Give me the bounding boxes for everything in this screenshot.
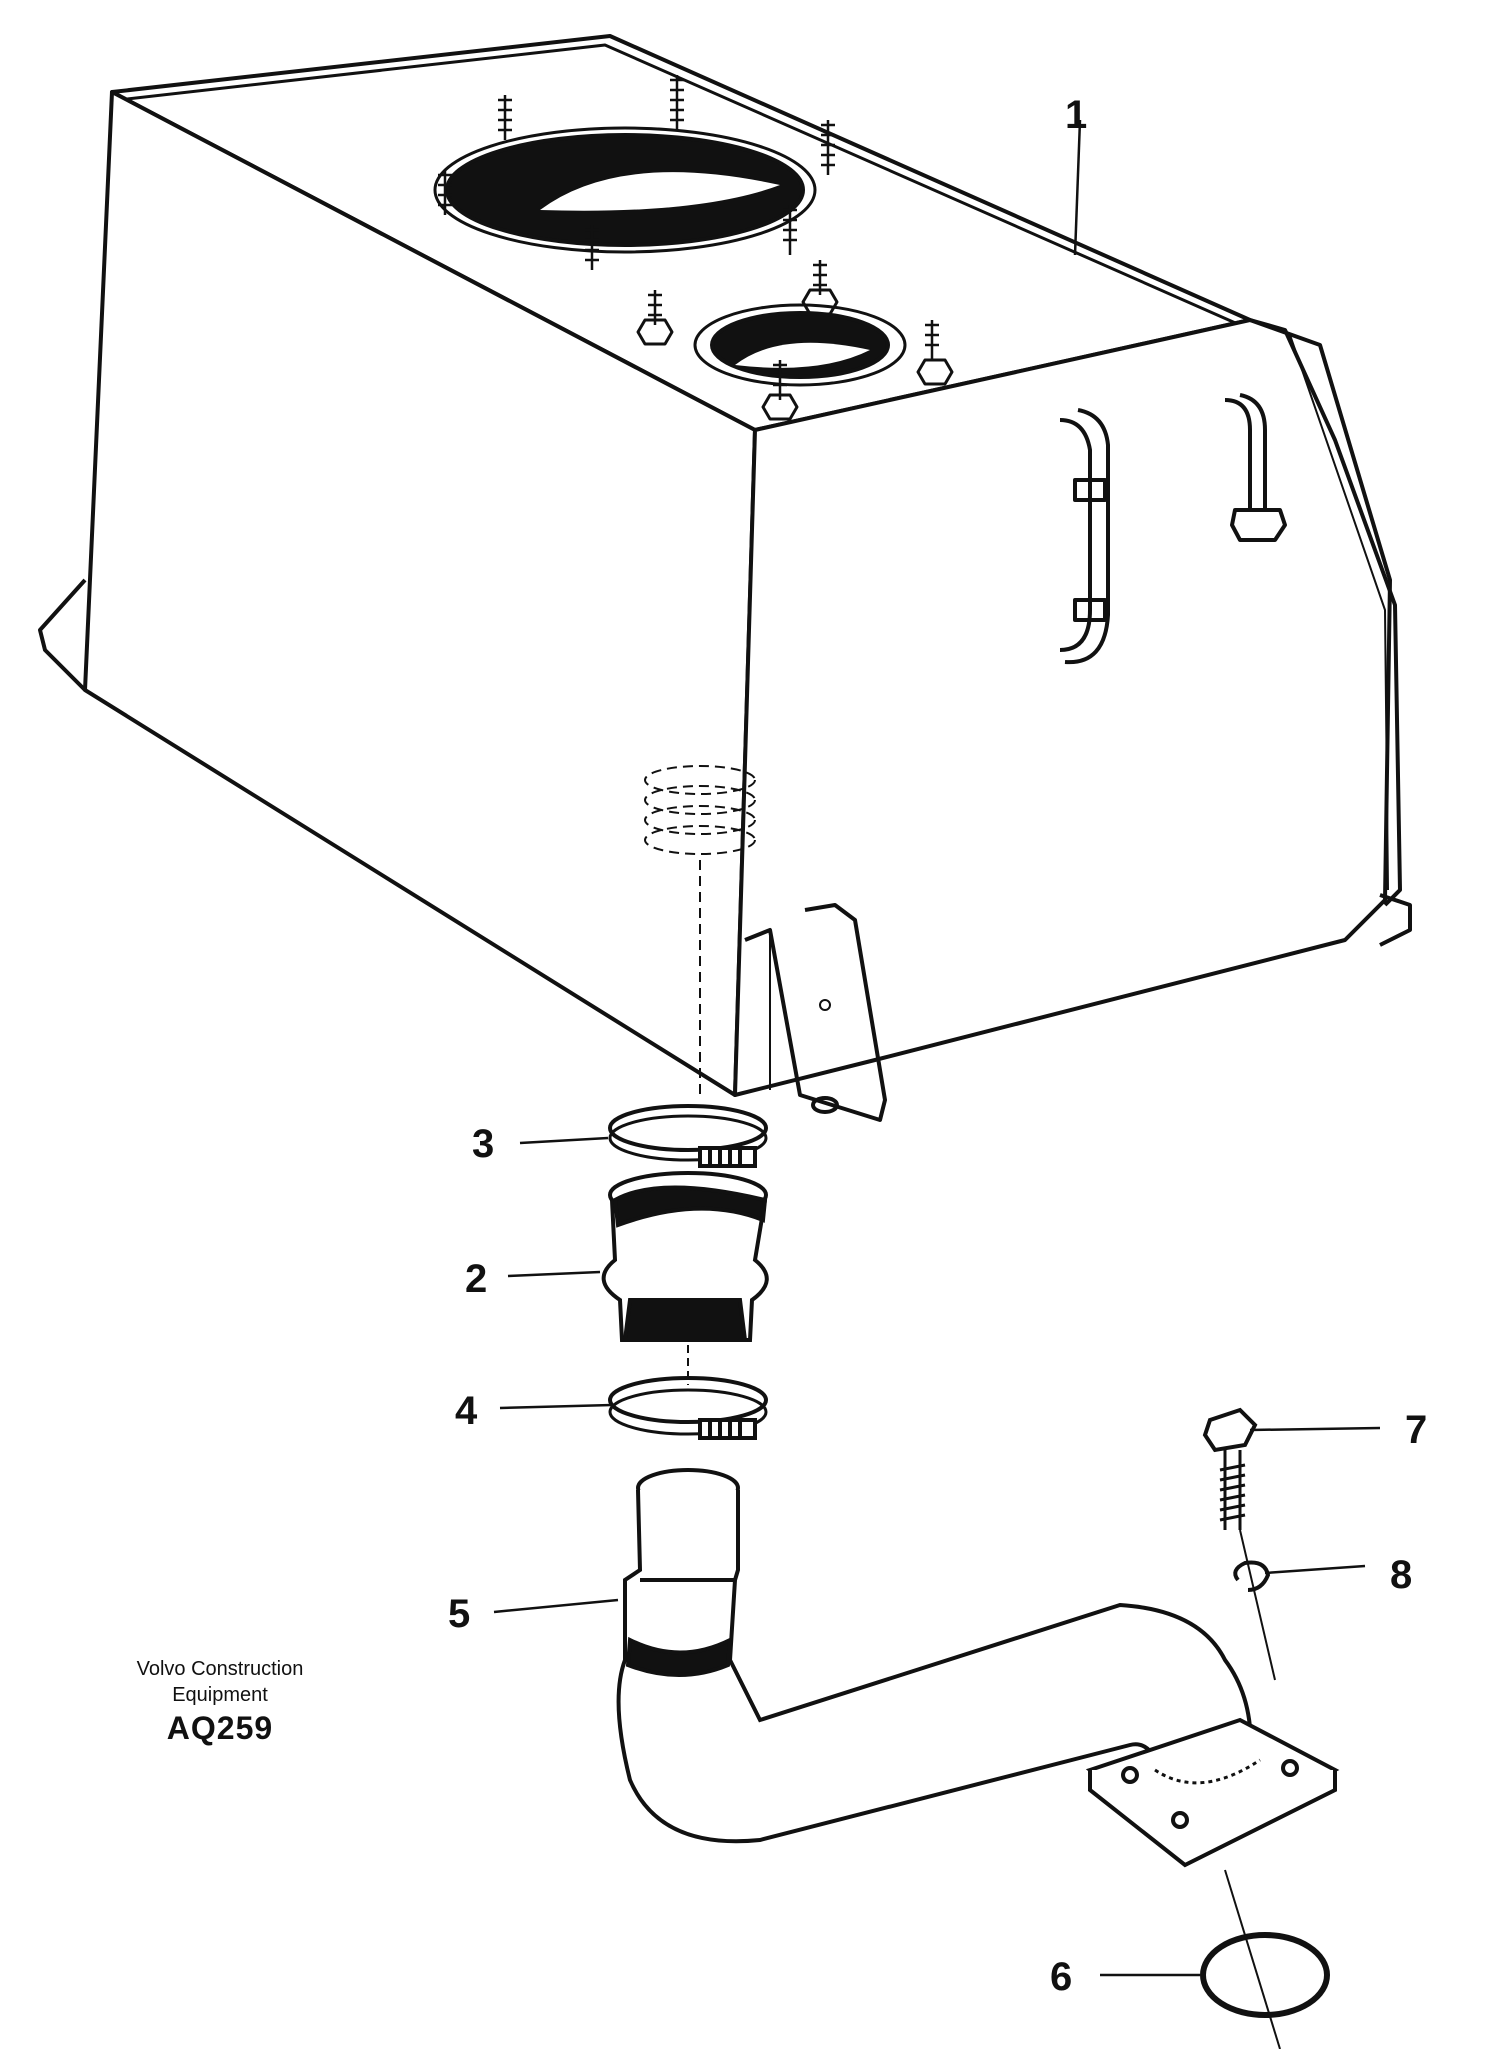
hydraulic-tank (38, 34, 1412, 1122)
callout-6: 6 (1050, 1955, 1072, 1999)
rubber-hose (601, 1171, 769, 1342)
suction-pipe (616, 1468, 1340, 1868)
o-ring (1200, 1869, 1330, 2049)
figure-code: AQ259 (166, 1710, 274, 1746)
hose-clamp-lower (608, 1376, 768, 1440)
lock-washer (1233, 1529, 1276, 1681)
callout-2: 2 (465, 1257, 487, 1301)
callout-1: 1 (1065, 93, 1087, 137)
callout-5: 5 (448, 1592, 470, 1636)
publisher-credit: Volvo Construction Equipment AQ259 (120, 1656, 320, 1748)
leader-lines (493, 119, 1381, 1977)
hose-clamp-upper (608, 1104, 768, 1168)
credit-line-1: Volvo Construction (136, 1658, 304, 1680)
credit-line-2: Equipment (172, 1684, 268, 1706)
callout-7: 7 (1405, 1408, 1427, 1452)
callout-4: 4 (455, 1389, 478, 1433)
callouts: 1 3 2 4 5 6 7 8 (448, 93, 1427, 1999)
callout-8: 8 (1390, 1553, 1412, 1597)
screw (1202, 1407, 1258, 1530)
callout-3: 3 (472, 1122, 494, 1166)
